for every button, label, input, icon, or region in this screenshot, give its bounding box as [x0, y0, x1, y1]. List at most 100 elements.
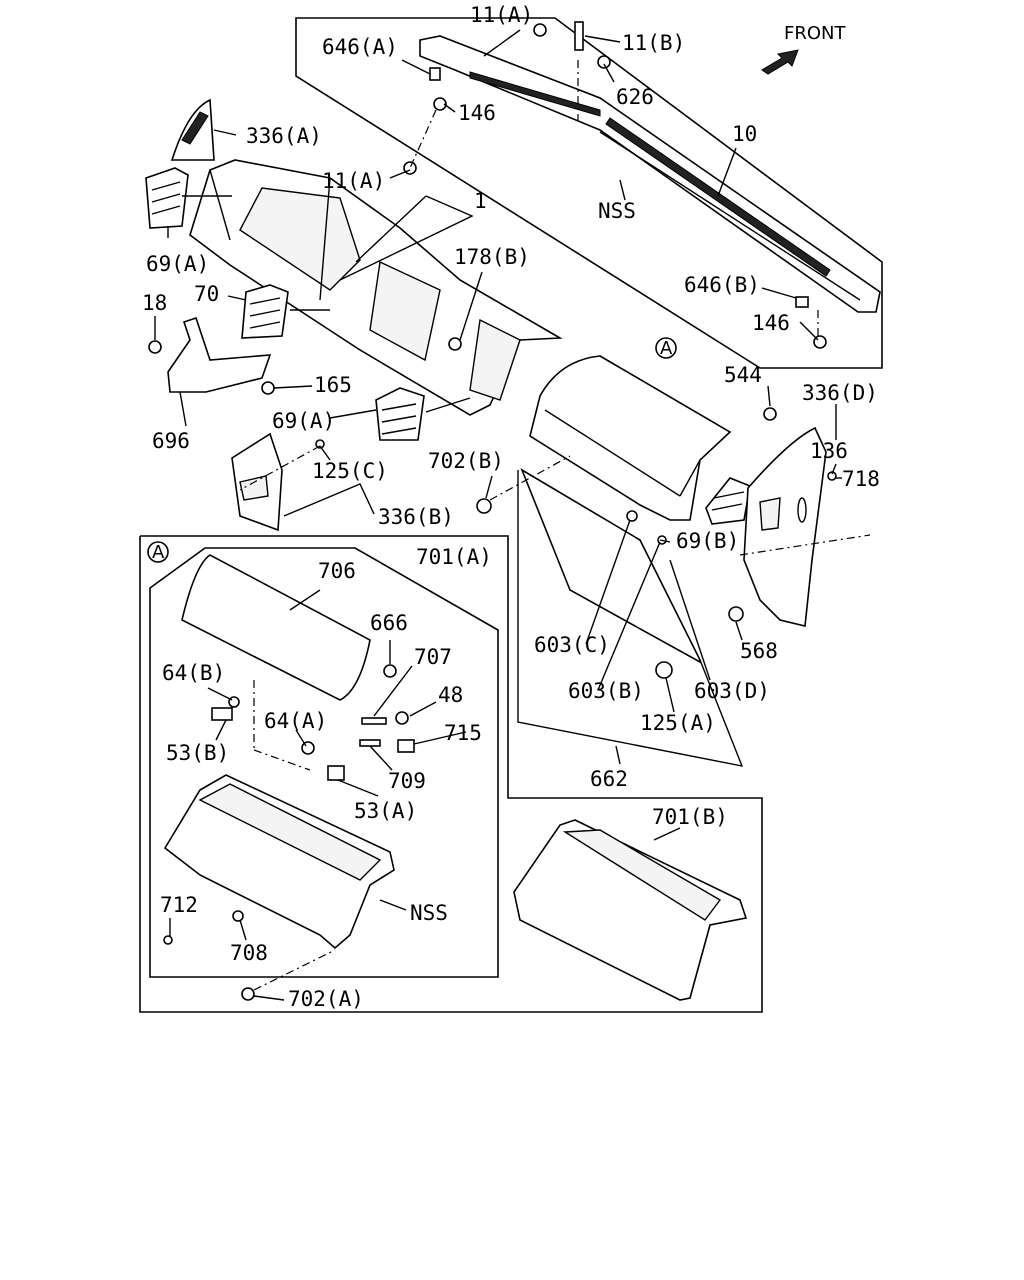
clip-666-icon — [383, 664, 397, 678]
screw-146-top-icon — [433, 97, 447, 111]
side-cover-336d — [743, 426, 827, 627]
glove-box-body-701b — [513, 819, 748, 1001]
bracket-53a-icon — [327, 765, 345, 781]
glove-box-body-701a — [163, 774, 395, 950]
defroster-panel-10 — [419, 35, 881, 313]
label-715: 715 — [444, 721, 482, 745]
screw-626-icon — [597, 55, 611, 69]
nut-702b-icon — [476, 498, 492, 514]
air-vent-69b — [705, 477, 751, 525]
label-11a-mid: 11(A) — [322, 169, 385, 193]
clip-125a-icon — [655, 661, 673, 679]
nut-48-icon — [395, 711, 409, 725]
air-vent-69a-low — [375, 387, 425, 441]
label-136: 136 — [810, 439, 848, 463]
detail-box-inner-frame — [149, 547, 499, 978]
glove-box-lid-706 — [181, 554, 371, 701]
label-336b: 336(B) — [378, 505, 454, 529]
label-nss-low: NSS — [410, 901, 448, 925]
side-cover-336a — [170, 98, 215, 161]
label-544: 544 — [724, 363, 762, 387]
pin-709-icon — [359, 739, 381, 747]
label-125a: 125(A) — [640, 711, 716, 735]
cover-panel-662 — [520, 468, 701, 664]
panel-group-frame — [295, 17, 883, 369]
label-709: 709 — [388, 769, 426, 793]
label-626: 626 — [616, 85, 654, 109]
bolt-11a-top-icon — [533, 23, 547, 37]
label-712: 712 — [160, 893, 198, 917]
clip-646a-icon — [429, 67, 441, 81]
label-10: 10 — [732, 122, 757, 146]
section-marker-upper: A — [655, 337, 677, 359]
clip-646b-icon — [795, 296, 809, 308]
label-646a: 646(A) — [322, 35, 398, 59]
leader-lines — [154, 29, 871, 1001]
cover-group-frame — [517, 470, 744, 767]
label-336d: 336(D) — [802, 381, 878, 405]
label-706: 706 — [318, 559, 356, 583]
instrument-panel-1 — [189, 159, 563, 416]
latch-715-icon — [397, 739, 415, 753]
label-70: 70 — [194, 282, 219, 306]
label-146-right: 146 — [752, 311, 790, 335]
label-69b: 69(B) — [676, 529, 739, 553]
label-708: 708 — [230, 941, 268, 965]
label-666: 666 — [370, 611, 408, 635]
bolt-18-icon — [148, 340, 162, 354]
label-53a: 53(A) — [354, 799, 417, 823]
label-165: 165 — [314, 373, 352, 397]
clip-708-icon — [232, 910, 244, 922]
clip-712-icon — [163, 935, 173, 945]
pin-707-icon — [361, 717, 387, 725]
screw-568-icon — [728, 606, 744, 622]
label-336a: 336(A) — [246, 124, 322, 148]
front-arrow-icon — [761, 49, 799, 75]
bracket-53b-icon — [211, 707, 233, 721]
screw-544-icon — [763, 407, 777, 421]
label-64b: 64(B) — [162, 661, 225, 685]
bolt-11b-icon — [574, 21, 584, 51]
label-702a: 702(A) — [288, 987, 364, 1011]
label-178b: 178(B) — [454, 245, 530, 269]
label-48: 48 — [438, 683, 463, 707]
front-label: FRONT — [784, 23, 846, 44]
air-vent-70 — [241, 284, 289, 339]
air-vent-69a-left — [145, 167, 189, 229]
bracket-696 — [167, 316, 272, 393]
clip-136-icon — [827, 471, 837, 481]
label-568: 568 — [740, 639, 778, 663]
label-603d: 603(D) — [694, 679, 770, 703]
nut-702a-icon — [241, 987, 255, 1001]
lower-cover-336b — [231, 432, 283, 532]
glove-box-assembly-a — [529, 355, 732, 521]
label-707: 707 — [414, 645, 452, 669]
label-662: 662 — [590, 767, 628, 791]
clip-178b-icon — [448, 337, 462, 351]
callout-labels: 11(A) 11(B) 646(A) 626 146 336(A) 10 11(… — [142, 3, 880, 1011]
clip-603c-icon — [626, 510, 638, 522]
svg-text:A: A — [660, 338, 673, 359]
label-1: 1 — [474, 189, 487, 213]
label-nss-top: NSS — [598, 199, 636, 223]
clip-125c-icon — [315, 439, 325, 449]
label-64a: 64(A) — [264, 709, 327, 733]
label-69a-low: 69(A) — [272, 409, 335, 433]
svg-text:A: A — [152, 542, 165, 563]
section-marker-detail: A — [147, 541, 169, 563]
label-702b: 702(B) — [428, 449, 504, 473]
nut-165-icon — [261, 381, 275, 395]
label-11b: 11(B) — [622, 31, 685, 55]
label-718: 718 — [842, 467, 880, 491]
label-18: 18 — [142, 291, 167, 315]
label-125c: 125(C) — [312, 459, 388, 483]
label-701b: 701(B) — [652, 805, 728, 829]
label-701a: 701(A) — [416, 545, 492, 569]
label-69a-left: 69(A) — [146, 252, 209, 276]
label-53b: 53(B) — [166, 741, 229, 765]
detail-box-outer-frame — [139, 535, 763, 1013]
label-646b: 646(B) — [684, 273, 760, 297]
label-696: 696 — [152, 429, 190, 453]
label-603b: 603(B) — [568, 679, 644, 703]
